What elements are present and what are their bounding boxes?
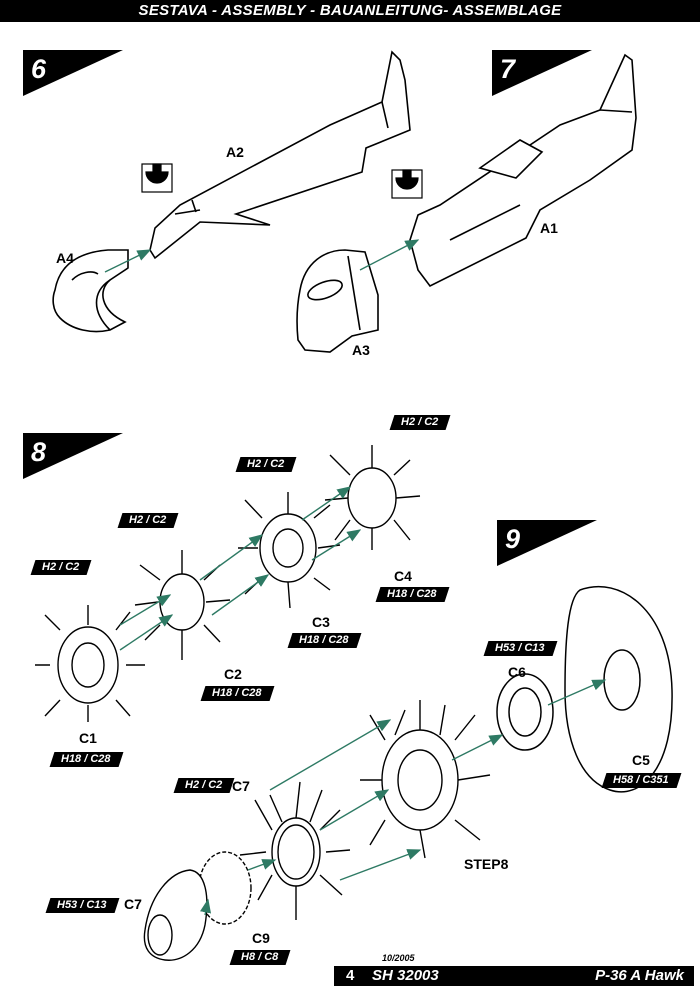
step-9-arrows [200,679,607,916]
footer-bar: 4 SH 32003 P-36 A Hawk [334,966,694,986]
label-c2: C2 [224,666,242,682]
step-9-triangle [497,520,597,566]
fuselage-arrows [104,239,420,273]
engine-part-c3 [238,492,341,609]
header-banner: SESTAVA - ASSEMBLY - BAUANLEITUNG- ASSEM… [0,0,700,22]
step-6-marker: 6 [23,50,123,96]
label-step8: STEP8 [464,856,509,872]
step-7-number: 7 [500,54,516,84]
label-c6: C6 [508,664,526,680]
engine-part-c1 [35,605,145,722]
paint-tag-c1: H18 / C28 [49,752,123,767]
paint-tag: H2 / C2 [30,560,92,575]
fuselage-part-a1 [409,53,637,288]
paint-tag-c3: H18 / C28 [287,633,361,648]
label-a3: A3 [352,342,370,358]
label-c7-crankcase: C7 [124,896,142,912]
paint-tag-c6: H53 / C13 [483,641,557,656]
step-9-number: 9 [505,524,521,554]
step-6-triangle [23,50,123,96]
engine-assembly-step8 [360,700,491,859]
label-a1: A1 [540,220,558,236]
step-7-triangle [492,50,592,96]
label-c4: C4 [394,568,412,584]
paint-tag-c5: H58 / C351 [601,773,682,788]
label-a2: A2 [226,144,244,160]
label-c1: C1 [79,730,97,746]
step-8-marker: 8 [23,433,123,479]
label-c3: C3 [312,614,330,630]
prop-disc-part-c5 [564,585,673,793]
kit-code: SH 32003 [372,967,439,984]
engine-part-c4 [324,445,421,550]
paint-tag: H2 / C2 [389,415,451,430]
paint-tag: H2 / C2 [117,513,179,528]
step-6-number: 6 [31,54,47,84]
paint-tag: H2 / C2 [235,457,297,472]
engine-part-c2 [134,550,231,660]
paint-tag-c7: H53 / C13 [45,898,119,913]
fuselage-part-a2 [149,50,411,260]
ring-part-c6 [496,673,554,751]
crankcase-part-c7 [143,869,208,961]
paint-tag: H2 / C2 [173,778,235,793]
step-9-marker: 9 [497,520,597,566]
glue-symbol-step7 [391,169,423,199]
footer-date: 10/2005 [382,953,415,963]
header-title: SESTAVA - ASSEMBLY - BAUANLEITUNG- ASSEM… [138,2,562,19]
cowling-part-a3 [296,249,379,353]
exhaust-ring-part-c7 [239,781,351,920]
page-number: 4 [346,967,355,984]
paint-tag-c9: H8 / C8 [229,950,291,965]
label-a4: A4 [56,250,74,266]
label-c7-exhaust: C7 [232,778,250,794]
step-8-triangle [23,433,123,479]
step-7-marker: 7 [492,50,592,96]
paint-tag-c4: H18 / C28 [375,587,449,602]
label-c5: C5 [632,752,650,768]
label-c9: C9 [252,930,270,946]
paint-tag-c2: H18 / C28 [200,686,274,701]
step-8-arrows [119,486,362,651]
step-8-number: 8 [31,437,47,467]
model-name: P-36 A Hawk [595,967,684,984]
glue-symbol-step6 [141,163,173,193]
